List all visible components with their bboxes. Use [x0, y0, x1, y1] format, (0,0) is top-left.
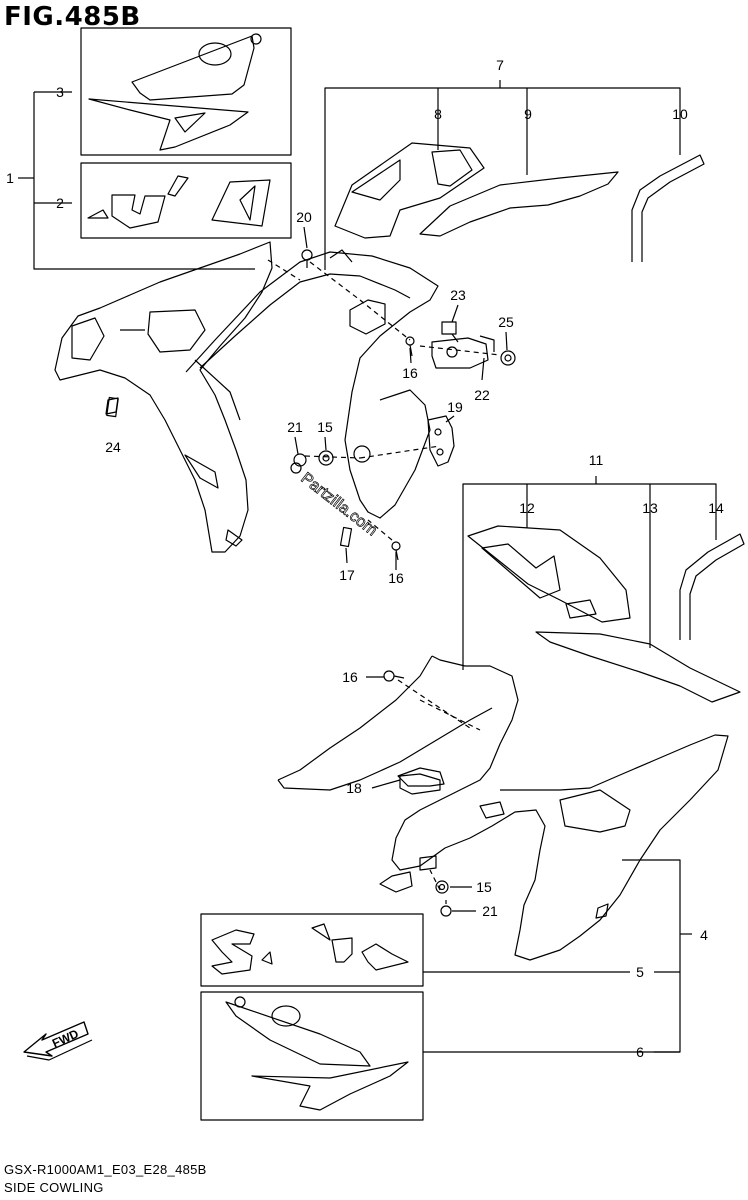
bracket-22: [431, 335, 495, 369]
inner-cowling-duct: [185, 249, 439, 519]
callout-5: 5: [636, 964, 644, 980]
callout-15: 15: [317, 419, 333, 435]
callout-2: 2: [56, 195, 64, 211]
callout-21: 21: [287, 419, 303, 435]
decal-10: [631, 154, 705, 262]
decal-14: [679, 533, 745, 640]
callout-1: 1: [6, 170, 14, 186]
callout-24: 24: [105, 439, 121, 455]
grommet-15-b: [435, 880, 449, 894]
callout-14: 14: [708, 500, 724, 516]
lower-side-cowling: [277, 655, 729, 961]
decal-8: [334, 142, 485, 239]
figure-code: GSX-R1000AM1_E03_E28_485B: [4, 1162, 207, 1177]
clip-24: [106, 396, 119, 418]
callout-16-4: 16: [388, 570, 404, 586]
decal-box-2: [80, 162, 292, 239]
upper-side-cowling: [54, 241, 273, 553]
fwd-arrow-icon: [23, 1021, 93, 1061]
callout-16: 16: [402, 365, 418, 381]
callout-4: 4: [700, 927, 708, 943]
assembly-lines-lower: [397, 679, 481, 891]
callout-10: 10: [672, 106, 688, 122]
callout-16-5: 16: [342, 669, 358, 685]
decal-9: [419, 171, 619, 237]
callout-13: 13: [642, 500, 658, 516]
callout-3: 3: [56, 84, 64, 100]
callout-8: 8: [434, 106, 442, 122]
callout-11: 11: [589, 452, 604, 468]
callout-15-2: 15: [476, 879, 492, 895]
callout-18: 18: [346, 780, 362, 796]
callout-25: 25: [498, 314, 514, 330]
decal-12: [467, 525, 631, 623]
decal-box-3: [80, 27, 292, 156]
screw-21-a: [290, 453, 307, 474]
callout-23: 23: [450, 287, 466, 303]
callout-20: 20: [296, 209, 312, 225]
decal-13: [535, 631, 741, 703]
nut-25: [500, 350, 516, 366]
callout-21-3: 21: [482, 903, 498, 919]
decal-box-6: [200, 991, 424, 1121]
decal-box-5: [200, 913, 424, 987]
screw-16-b: [391, 541, 401, 561]
watermark: Partzilla.com: [298, 470, 381, 540]
callout-12: 12: [519, 500, 535, 516]
callout-9: 9: [524, 106, 532, 122]
callout-7: 7: [496, 57, 504, 73]
bracket-19: [427, 415, 455, 467]
figure-title: FIG.485B: [4, 2, 141, 32]
callout-22: 22: [474, 387, 490, 403]
grommet-15-a: [318, 450, 334, 466]
clip-17: [339, 526, 353, 548]
figure-caption: SIDE COWLING: [4, 1180, 104, 1195]
leader-lines: [294, 226, 508, 912]
callout-19: 19: [447, 399, 463, 415]
bracket-18: [397, 767, 445, 787]
screw-16-a: [405, 336, 415, 357]
screw-21-b: [440, 900, 452, 917]
callout-6: 6: [636, 1044, 644, 1060]
screw-20: [301, 249, 313, 268]
bolt-23: [441, 321, 459, 343]
callout-17: 17: [339, 567, 355, 583]
screw-16-c: [383, 670, 405, 682]
